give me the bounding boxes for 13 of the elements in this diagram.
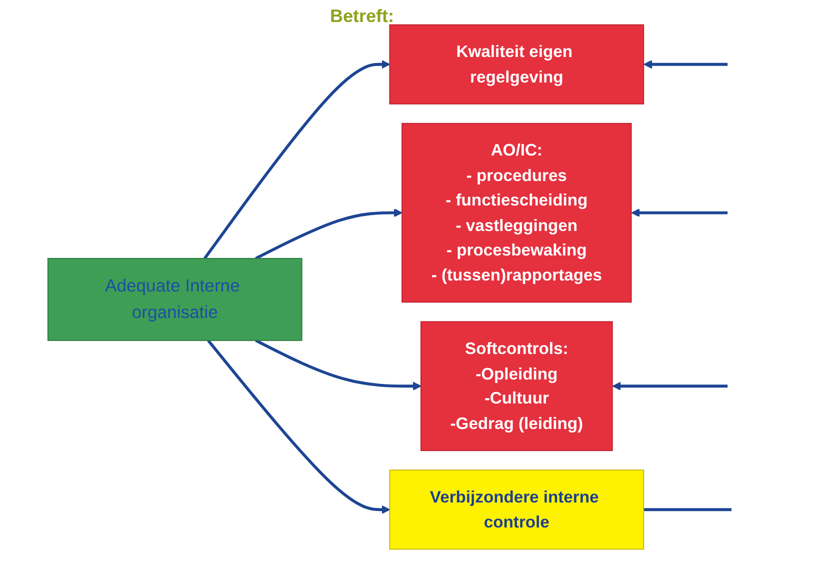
arrow <box>612 381 728 390</box>
node-box: Softcontrols: -Opleiding -Cultuur -Gedrag (leiding) <box>420 320 613 451</box>
arrow <box>255 208 402 260</box>
connector <box>644 508 732 511</box>
node-box: Kwaliteit eigen regelgeving <box>389 24 644 104</box>
arrow <box>207 339 390 514</box>
node-box: Verbijzondere interne controle <box>389 469 644 550</box>
node-box: AO/IC: - procedures - functiescheiding - vastleggingen - procesbewaking - (tussen)rapportages <box>402 122 632 302</box>
node-box: Adequate Interne organisatie <box>47 257 302 340</box>
arrow <box>644 60 728 68</box>
arrow <box>631 208 728 217</box>
arrow <box>255 338 422 390</box>
arrow <box>204 60 390 259</box>
